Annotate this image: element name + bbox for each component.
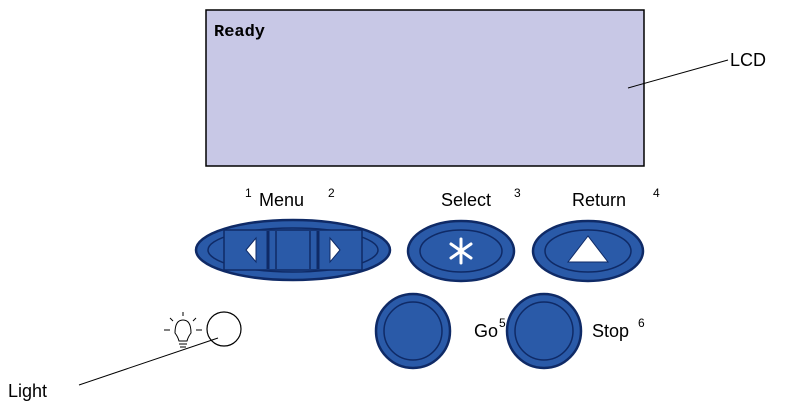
menu-button[interactable]	[194, 218, 392, 282]
arrow-up-icon	[566, 235, 610, 263]
go-button[interactable]	[374, 292, 452, 370]
stop-number: 6	[638, 316, 645, 330]
menu-label: Menu	[259, 190, 304, 210]
go-number: 5	[499, 316, 506, 330]
lcd-display: Ready	[205, 9, 645, 167]
asterisk-icon	[449, 237, 473, 265]
return-number: 4	[653, 186, 660, 200]
indicator-light	[206, 311, 242, 347]
lightbulb-icon	[164, 312, 202, 348]
menu-right-number: 2	[328, 186, 335, 200]
lcd-status-text: Ready	[214, 23, 265, 42]
stop-button[interactable]	[505, 292, 583, 370]
return-label: Return	[572, 190, 626, 210]
menu-left-number: 1	[245, 186, 252, 200]
arrow-left-icon	[245, 236, 257, 264]
stop-label: Stop	[592, 321, 629, 341]
arrow-right-icon	[329, 236, 341, 264]
return-button[interactable]	[531, 219, 645, 283]
light-label: Light	[8, 381, 47, 401]
go-label: Go	[474, 321, 498, 341]
select-button[interactable]	[406, 219, 516, 283]
lcd-label: LCD	[730, 50, 766, 70]
select-label: Select	[441, 190, 491, 210]
select-number: 3	[514, 186, 521, 200]
